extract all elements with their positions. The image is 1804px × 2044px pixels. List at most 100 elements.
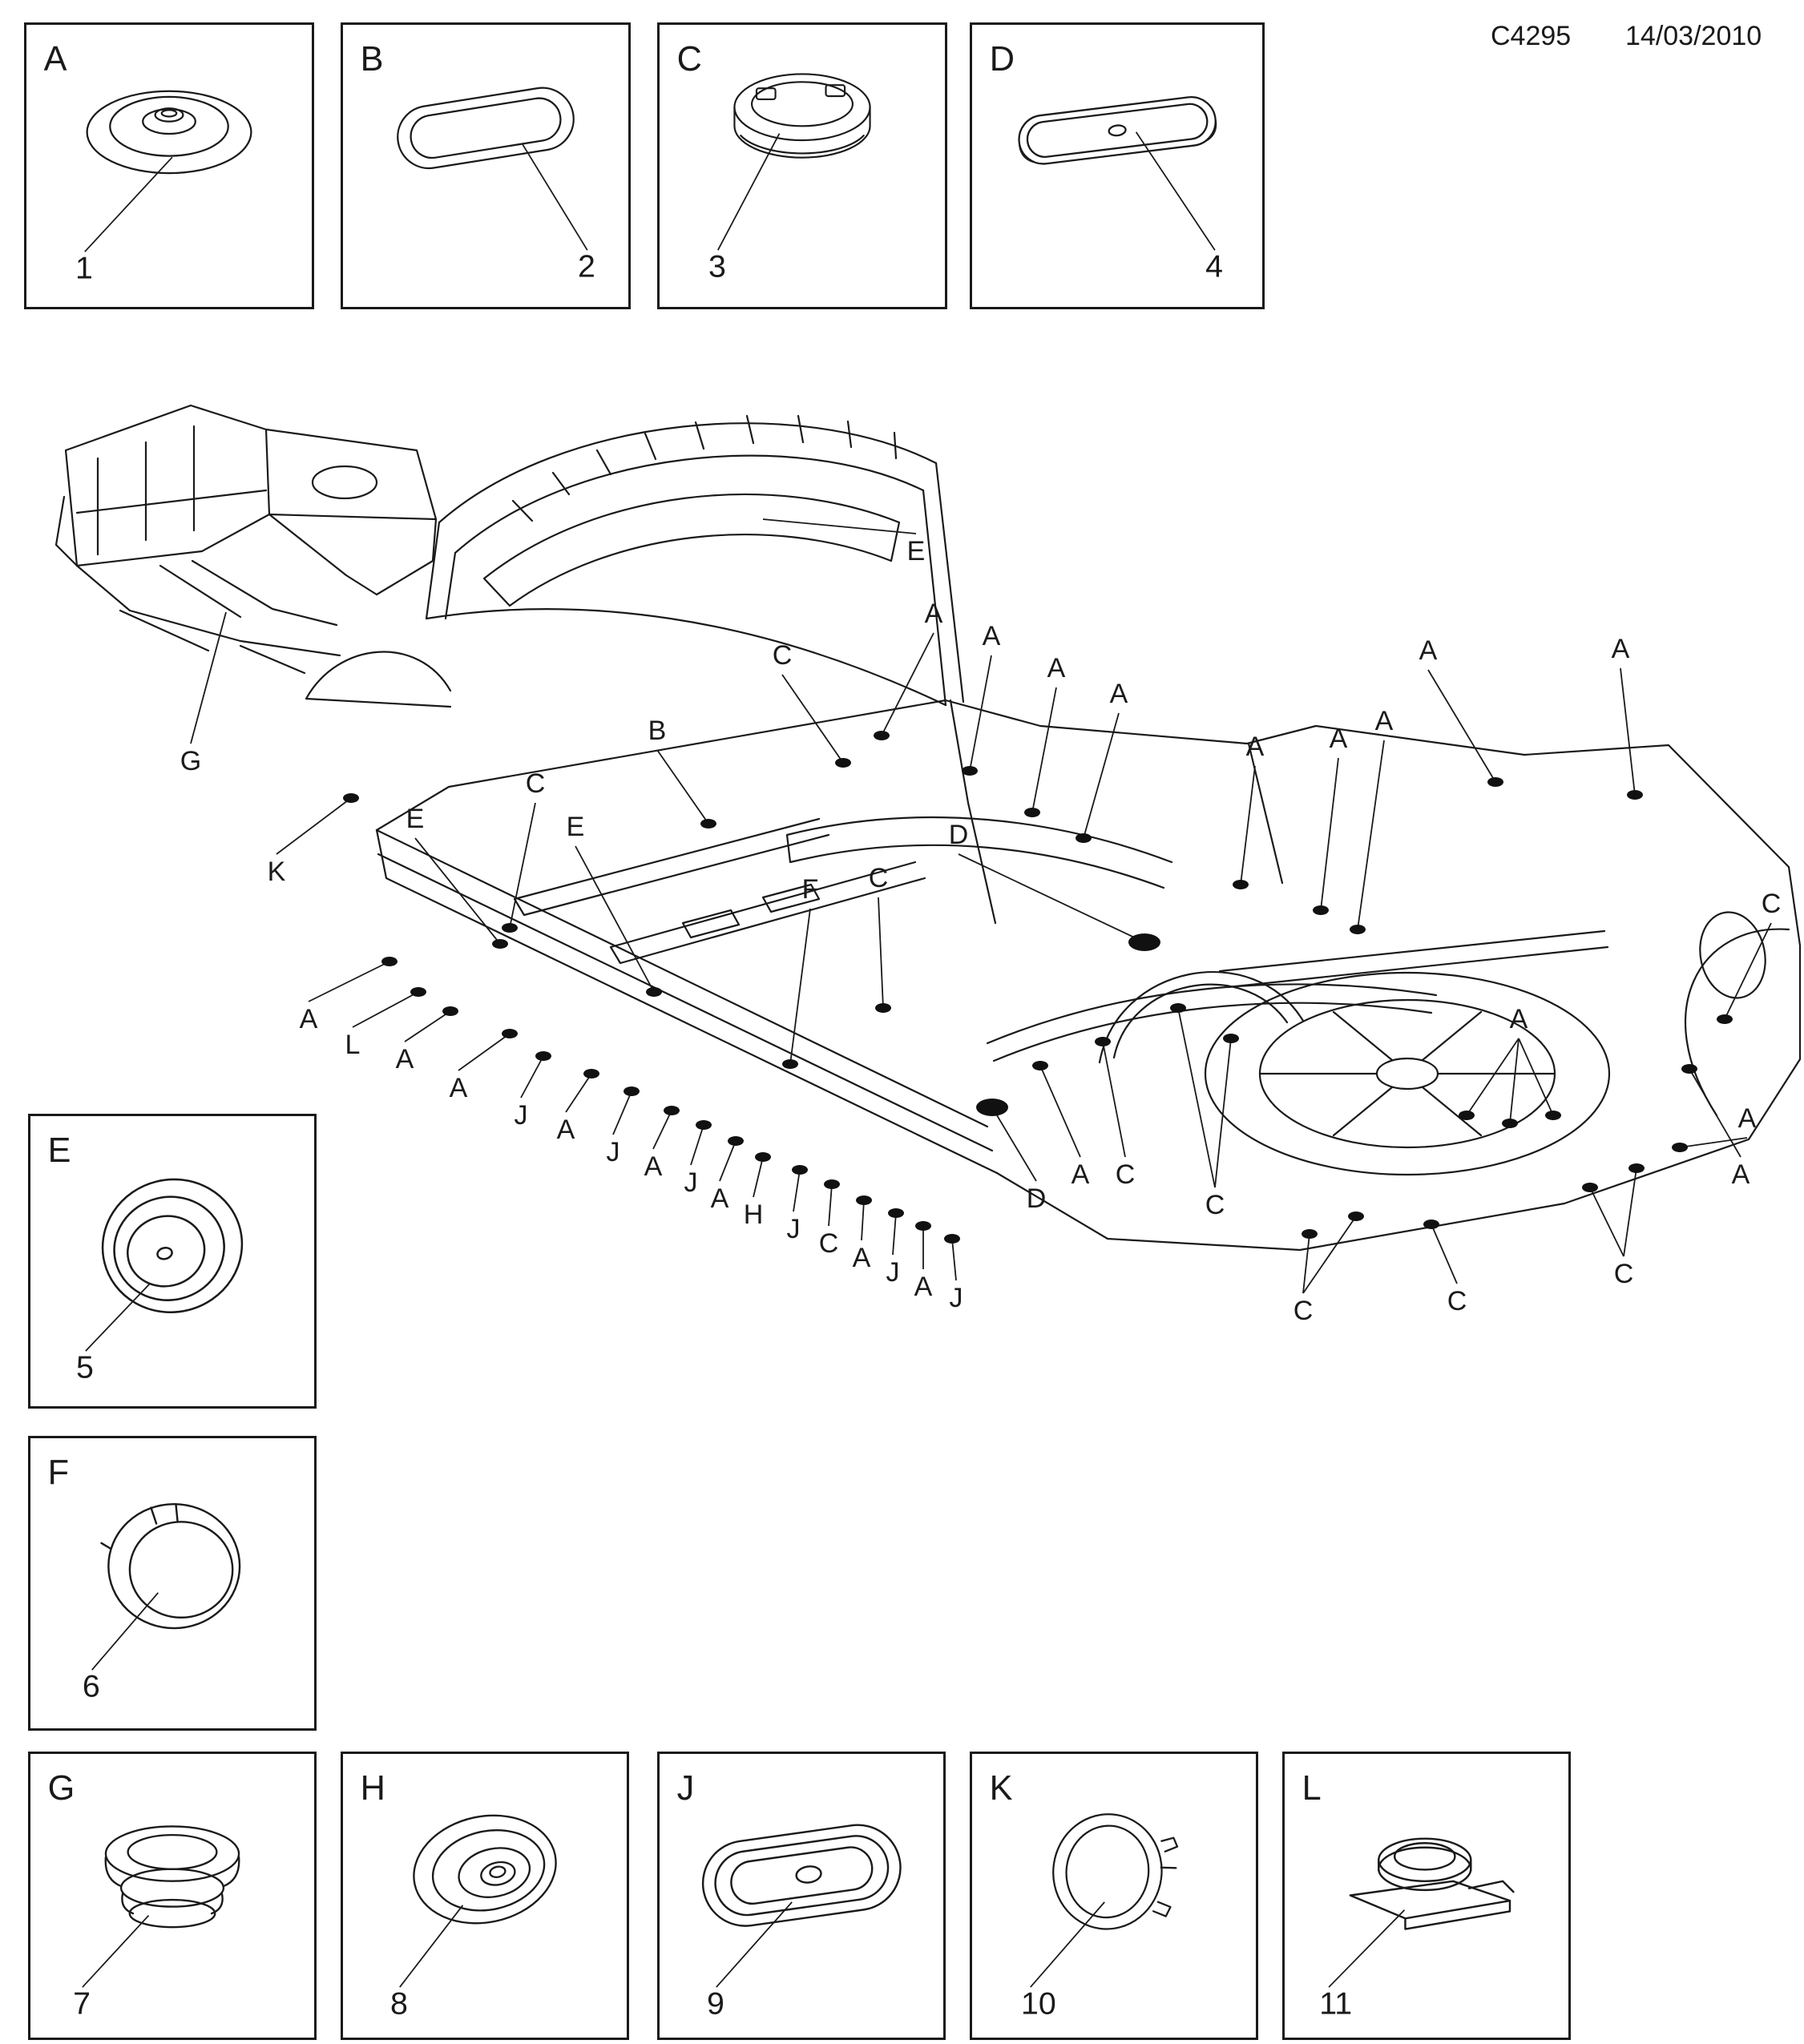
callout-label: L xyxy=(345,1030,361,1060)
callout-leader-line xyxy=(892,1212,897,1256)
callout-leader-line xyxy=(753,1156,764,1198)
callout-label: B xyxy=(648,716,667,746)
plug-hole xyxy=(1582,1183,1598,1192)
plug-hole xyxy=(1502,1119,1518,1128)
plug-hole xyxy=(381,957,398,966)
callout-leader-line xyxy=(1039,1065,1081,1158)
plug-hole xyxy=(1487,777,1503,787)
plug-hole xyxy=(700,819,716,828)
plug-hole xyxy=(824,1179,840,1189)
callout-leader-line xyxy=(575,845,655,993)
plug-hole xyxy=(1423,1220,1439,1229)
callout-leader-line xyxy=(951,1238,957,1281)
callout-label: H xyxy=(744,1199,764,1230)
plug-hole xyxy=(1302,1229,1318,1239)
plug-hole xyxy=(1076,833,1092,843)
callout-leader-line xyxy=(969,655,992,772)
callout-label: J xyxy=(886,1257,900,1288)
plug-hole xyxy=(664,1106,680,1115)
plug-hole xyxy=(1223,1034,1239,1043)
callout-label: A xyxy=(1047,653,1066,683)
callout-leader-line xyxy=(793,1169,801,1212)
callout-label: A xyxy=(711,1183,729,1214)
floor-pan xyxy=(375,699,1802,1252)
plug-hole xyxy=(728,1136,744,1146)
drawing-number: C4295 xyxy=(1491,21,1572,51)
sill-rocker xyxy=(375,828,999,1175)
plug-hole xyxy=(1545,1111,1561,1120)
callout-leader-line xyxy=(1031,687,1057,813)
callout-leader-line xyxy=(1320,757,1339,911)
callout-leader-line xyxy=(878,897,884,1009)
plug-hole xyxy=(1348,1211,1364,1221)
callout-label: E xyxy=(907,536,926,566)
callout-leader-line xyxy=(762,518,917,534)
plug-hole xyxy=(1672,1143,1688,1152)
callout-leader-line xyxy=(1357,740,1385,930)
callout-label: A xyxy=(983,621,1001,651)
callout-leader-line xyxy=(509,802,536,929)
callout-leader-line xyxy=(861,1199,865,1241)
callout-label: A xyxy=(914,1272,933,1302)
callout-label: C xyxy=(1205,1190,1225,1220)
callout-leader-line xyxy=(565,1073,592,1113)
callout-leader-line xyxy=(690,1124,704,1166)
plug-hole xyxy=(792,1165,808,1175)
callout-label: C xyxy=(869,863,889,893)
callout-label: A xyxy=(1110,679,1128,709)
callout-label: A xyxy=(925,599,943,629)
callout-leader-line xyxy=(1177,1007,1216,1188)
callout-leader-line xyxy=(1724,922,1772,1020)
callout-label: J xyxy=(787,1214,801,1244)
callout-leader-line xyxy=(1689,1068,1741,1158)
callout-leader-line xyxy=(1427,669,1496,783)
right-quarter-panel xyxy=(1685,911,1790,1117)
callout-label: A xyxy=(396,1044,414,1074)
callout-label: J xyxy=(684,1167,698,1198)
callout-label: J xyxy=(950,1283,963,1313)
plug-hole xyxy=(944,1234,960,1244)
callout-leader-line xyxy=(652,1110,672,1150)
callout-leader-line xyxy=(414,837,501,945)
callout-label: F xyxy=(802,874,819,905)
callout-label: E xyxy=(567,812,585,842)
callout-leader-line xyxy=(1620,667,1636,796)
plug-hole xyxy=(1627,790,1643,800)
drawing-date: 14/03/2010 xyxy=(1625,21,1762,51)
callout-label: D xyxy=(949,820,969,850)
callout-label: C xyxy=(1614,1259,1634,1289)
callout-leader-line xyxy=(1240,765,1256,885)
plug-hole xyxy=(1459,1111,1475,1120)
callout-label: C xyxy=(1447,1286,1467,1316)
callout-label: A xyxy=(1375,706,1394,736)
callout-leader-line xyxy=(1431,1224,1458,1284)
callout-label: A xyxy=(1072,1159,1090,1190)
plug-hole xyxy=(1628,1163,1645,1173)
callout-leader-line xyxy=(352,991,419,1028)
plug-hole xyxy=(875,1003,891,1013)
callout-label: A xyxy=(1419,635,1438,666)
plug-hole xyxy=(976,1099,1008,1116)
callout-label: J xyxy=(515,1100,528,1131)
callout-leader-line xyxy=(276,797,352,855)
callout-leader-line xyxy=(1679,1137,1748,1148)
callout-leader-line xyxy=(1302,1216,1357,1294)
callout-label: D xyxy=(1027,1183,1047,1214)
plug-hole xyxy=(1313,905,1329,915)
callout-label: A xyxy=(450,1073,468,1103)
plug-hole xyxy=(646,987,662,997)
callout-leader-line xyxy=(1509,1038,1519,1124)
plug-hole xyxy=(502,1029,518,1038)
plug-hole xyxy=(1024,808,1040,817)
plug-hole xyxy=(1032,1061,1048,1070)
plug-hole xyxy=(874,731,890,740)
callout-label: C xyxy=(1293,1296,1314,1326)
callout-leader-line xyxy=(1102,1041,1126,1158)
plug-hole xyxy=(1350,925,1366,934)
callout-label: J xyxy=(607,1137,620,1167)
callout-label: A xyxy=(644,1151,663,1182)
callout-label: A xyxy=(1510,1004,1528,1034)
callout-leader-line xyxy=(881,632,934,736)
